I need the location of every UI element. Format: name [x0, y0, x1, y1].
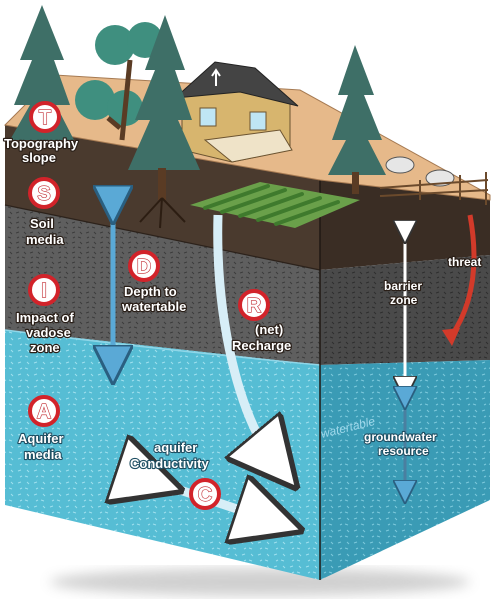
label-soil-line2: media [26, 232, 64, 247]
badge-letter-T: T [39, 107, 51, 129]
crop-field [190, 182, 360, 228]
label-topography: Topography slope [3, 135, 80, 166]
label-topography-line2: slope [22, 150, 56, 165]
label-resource: resource [378, 444, 429, 458]
block-shadow [50, 568, 470, 596]
badge-D: D [128, 250, 160, 282]
badge-C: C [189, 478, 221, 510]
label-soil: Soil media [25, 215, 66, 248]
label-aquifer-line1: Aquifer [18, 431, 64, 446]
label-conductivity: aquifer Conductivity [129, 439, 211, 472]
label-impact-line2: vadose [26, 325, 71, 340]
label-recharge: (net) Recharge [231, 321, 293, 354]
label-soil-line1: Soil [30, 216, 54, 231]
label-aquifer: Aquifer media [17, 430, 65, 463]
conifer-tree-center [128, 15, 200, 229]
badge-letter-C: C [198, 484, 212, 506]
badge-letter-S: S [37, 183, 50, 205]
badge-letter-R: R [247, 295, 262, 317]
label-depth-line2: watertable [121, 299, 186, 314]
label-impact-line3: zone [30, 340, 60, 355]
badge-letter-D: D [137, 256, 151, 278]
badge-R: R [238, 289, 270, 321]
threat-arrow [447, 214, 477, 340]
label-recharge-line2: Recharge [232, 338, 291, 353]
label-depth: Depth to watertable [120, 283, 188, 315]
label-topography-line1: Topography [4, 136, 79, 151]
label-impact-line1: Impact of [16, 310, 74, 325]
badge-I: I [28, 274, 60, 306]
badge-letter-I: I [41, 280, 47, 302]
label-zone: zone [390, 293, 418, 307]
conifer-tree-right [328, 45, 386, 194]
sheep-and-fence [379, 156, 489, 205]
badge-S: S [28, 177, 60, 209]
badge-letter-A: A [37, 401, 51, 423]
badge-T: T [29, 101, 61, 133]
label-groundwater: groundwater [364, 430, 437, 444]
label-depth-line1: Depth to [124, 284, 177, 299]
label-conductivity-line2: Conductivity [130, 456, 209, 471]
label-barrier: barrier [384, 279, 422, 293]
badge-A: A [28, 395, 60, 427]
label-recharge-line1: (net) [255, 322, 283, 337]
label-aquifer-line2: media [24, 447, 62, 462]
house [173, 61, 299, 163]
label-threat: threat [448, 255, 481, 269]
conifer-tree-left [10, 5, 74, 140]
label-impact: Impact of vadose zone [15, 309, 76, 356]
label-conductivity-line1: aquifer [154, 440, 197, 455]
